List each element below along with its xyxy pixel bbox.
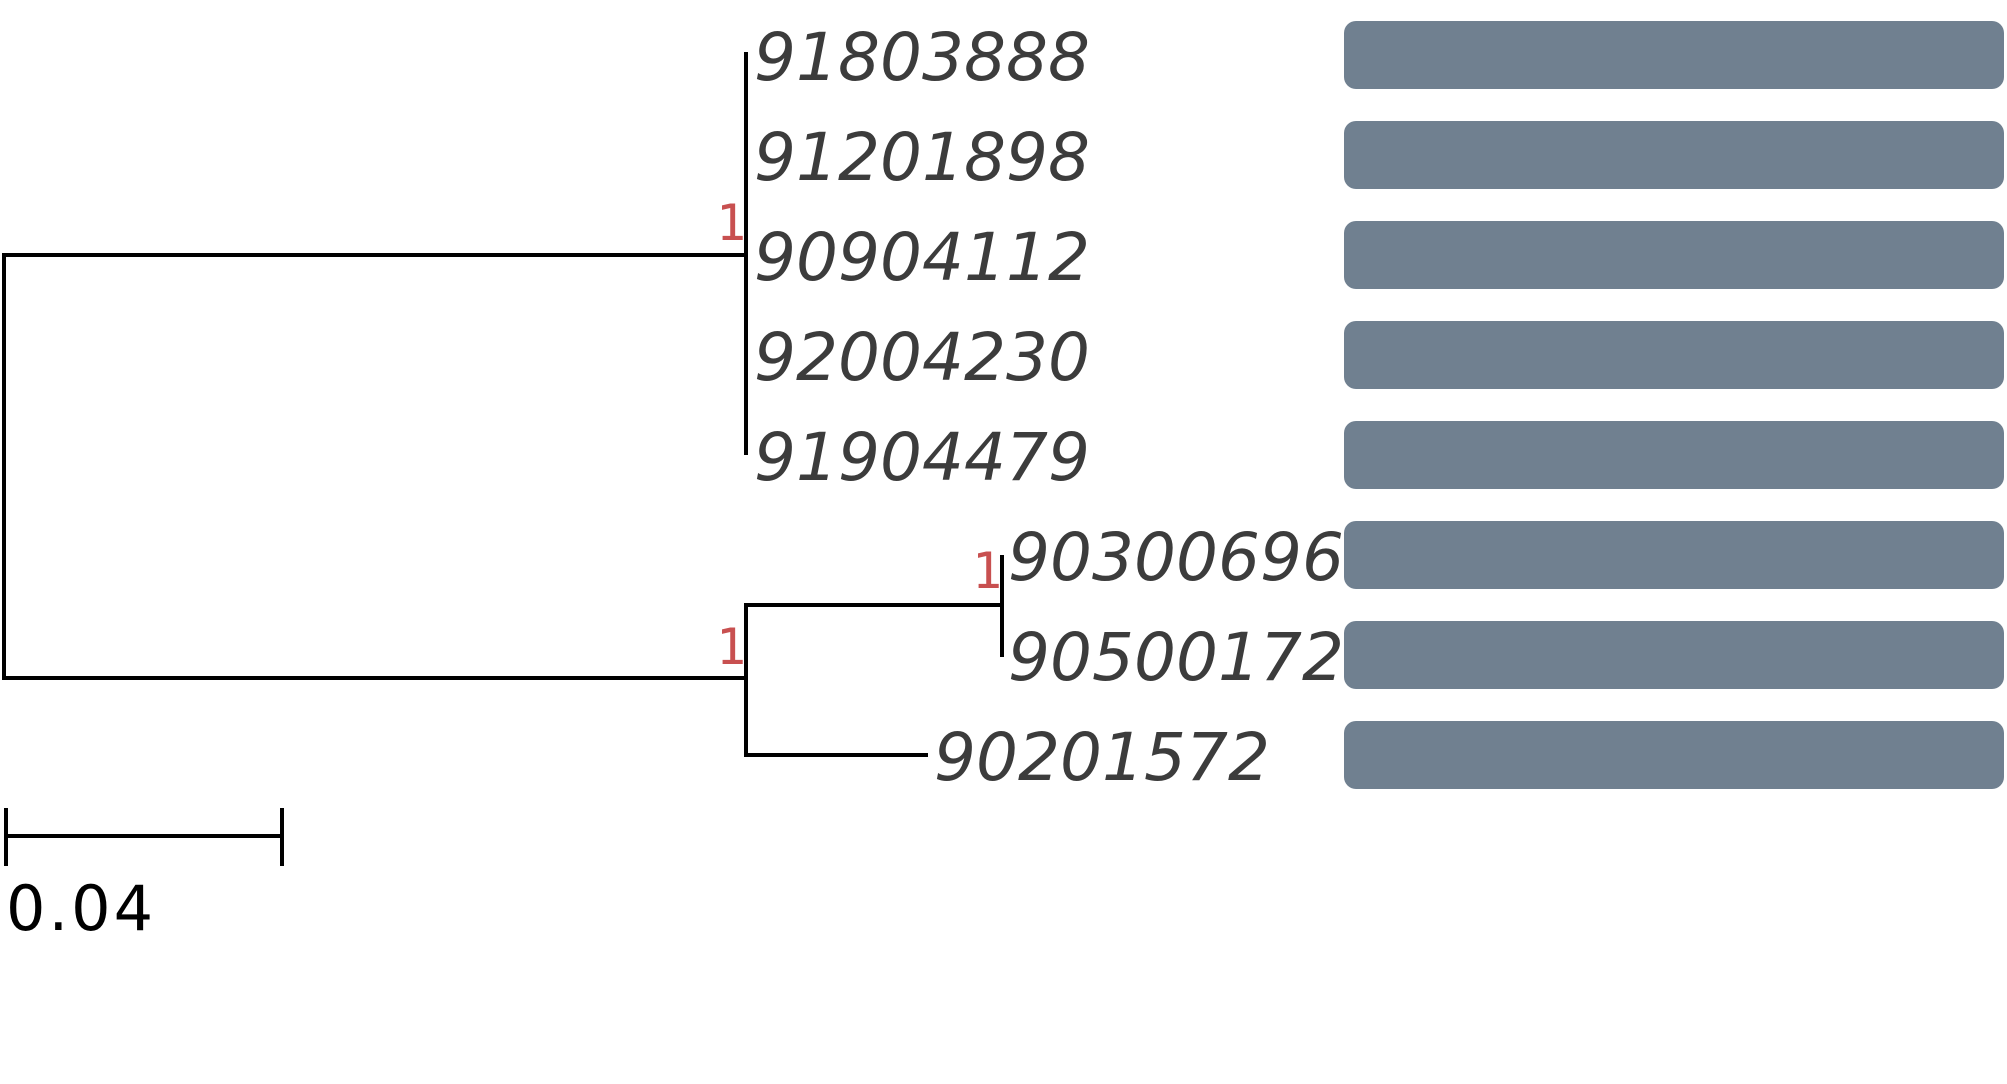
leaf-annotation-bar	[1344, 321, 2004, 389]
support-value-subclade-b1: 1	[972, 542, 1002, 600]
leaf-annotation-bar	[1344, 221, 2004, 289]
leaf-annotation-bar	[1344, 21, 2004, 89]
support-value-clade-a: 1	[716, 194, 746, 252]
support-value-clade-b: 1	[716, 618, 746, 676]
scale-bar: 0.04	[4, 808, 284, 945]
leaf-label: 90300696	[1008, 519, 1344, 596]
leaf-label: 91803888	[754, 19, 1090, 96]
leaf-annotation-bar	[1344, 421, 2004, 489]
leaf-annotation-bar	[1344, 621, 2004, 689]
leaf-label: 91201898	[754, 119, 1090, 196]
leaf-label: 92004230	[754, 319, 1090, 396]
leaf-annotation-bar	[1344, 721, 2004, 789]
leaf-label: 90201572	[934, 719, 1270, 796]
leaf-label: 90500172	[1008, 619, 1344, 696]
leaf-annotation-bar	[1344, 521, 2004, 589]
leaf-annotation-bar	[1344, 121, 2004, 189]
scale-bar-label: 0.04	[6, 872, 156, 945]
leaf-label: 90904112	[754, 219, 1090, 296]
leaf-label: 91904479	[754, 419, 1090, 496]
